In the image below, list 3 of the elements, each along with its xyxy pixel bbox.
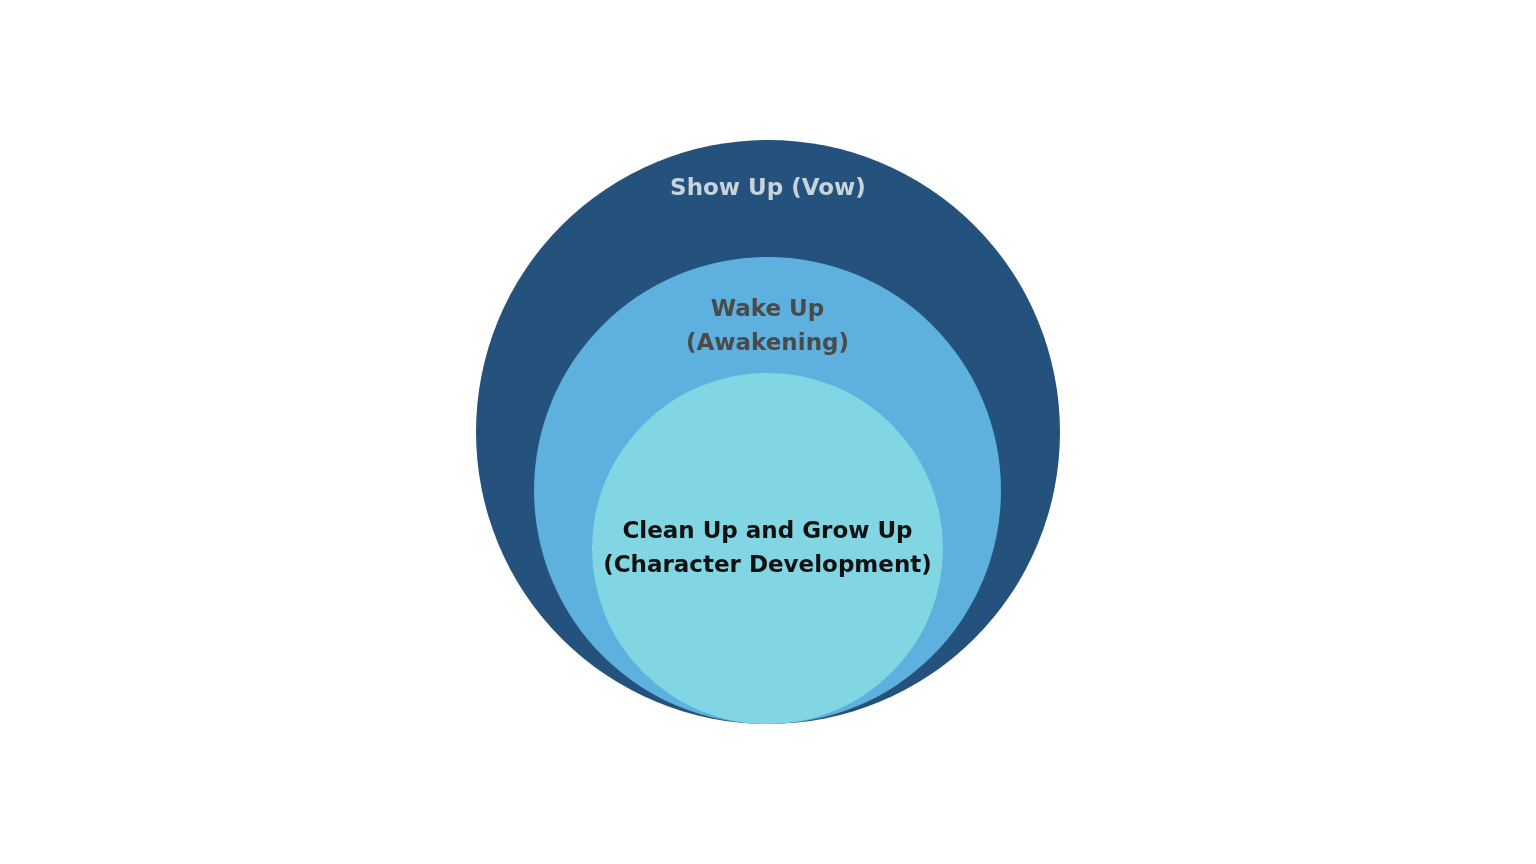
circle-label: Show Up (Vow) bbox=[669, 173, 867, 202]
circle-label: Clean Up and Grow Up (Character Development) bbox=[602, 516, 933, 579]
circle-label: Wake Up (Awakening) bbox=[685, 294, 850, 357]
